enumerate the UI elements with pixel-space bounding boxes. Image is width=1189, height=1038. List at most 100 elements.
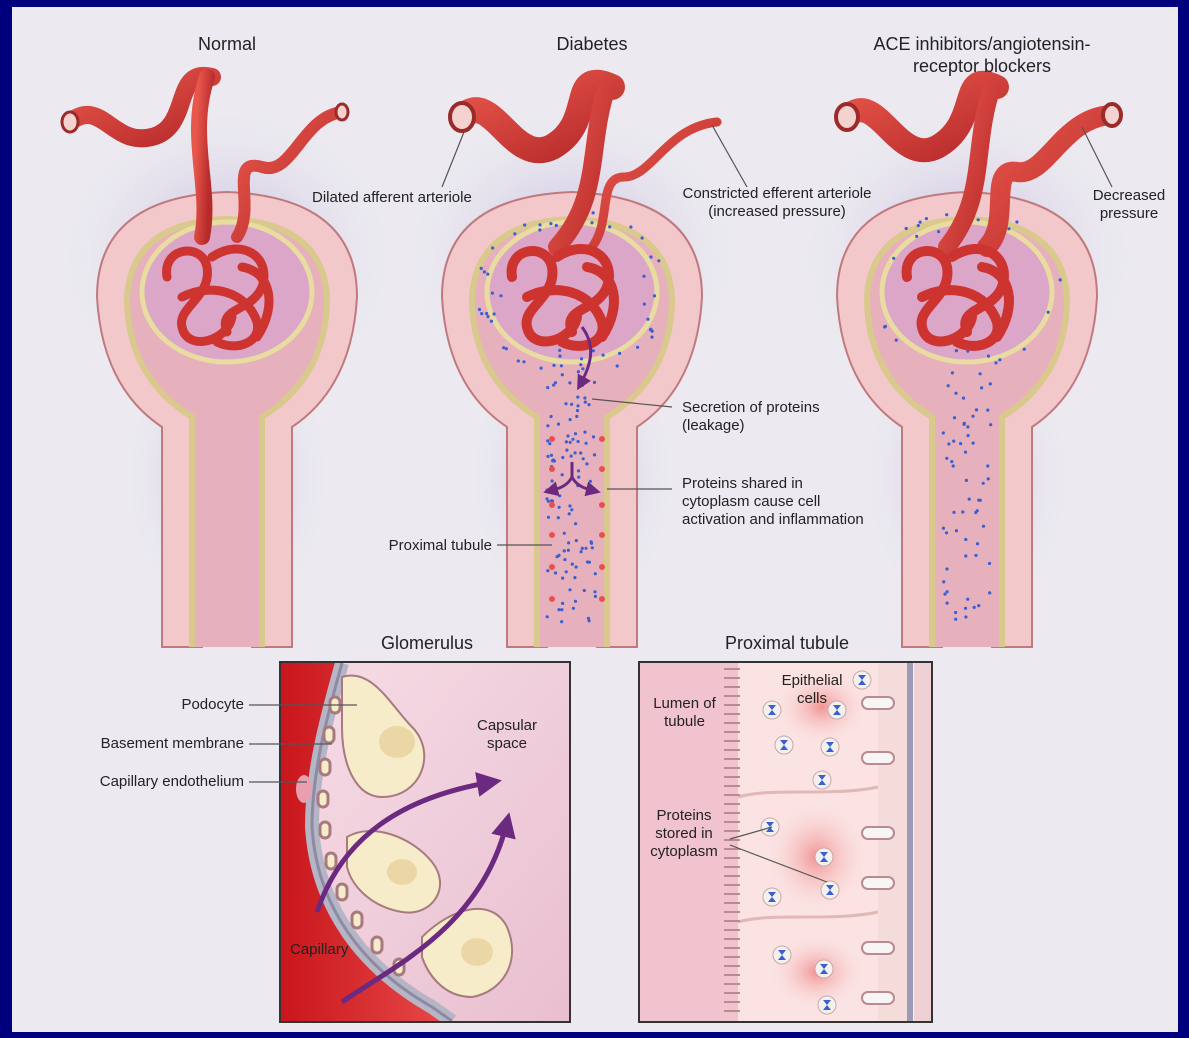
protein-dot [975,408,978,411]
protein-dot [523,223,526,226]
protein-dot [964,451,967,454]
label-stored-line2: stored in [640,825,728,843]
protein-dot [552,459,555,462]
protein-dot [636,346,639,349]
label-secretion: Secretion of proteins (leakage) [682,399,820,435]
protein-dot [602,354,605,357]
protein-dot [558,506,561,509]
protein-dot [964,554,967,557]
protein-dot [947,442,950,445]
label-epithelial-line1: Epithelial [772,672,852,690]
protein-dot [952,464,955,467]
inset-title-glomerulus: Glomerulus [342,633,512,655]
protein-dot [486,315,489,318]
label-epithelial-cells: Epithelial cells [772,672,852,708]
protein-dot [942,580,945,583]
protein-dot [574,600,577,603]
label-constricted-efferent: Constricted efferent arteriole (increase… [652,185,902,221]
protein-dot [561,602,564,605]
label-proteins-shared: Proteins shared in cytoplasm cause cell … [682,475,864,529]
label-capillary: Capillary [290,941,348,959]
panel-title-ace: ACE inhibitors/angiotensin- receptor blo… [832,34,1132,77]
label-capsular-line1: Capsular [467,717,547,735]
protein-dot [643,303,646,306]
protein-dot [608,225,611,228]
label-constricted-line2: (increased pressure) [652,203,902,221]
nephron-diabetes [392,83,752,647]
protein-dot [546,615,549,618]
protein-dot [572,607,575,610]
protein-dot [561,577,564,580]
protein-dot [513,232,516,235]
stored-protein [815,960,833,978]
protein-dot [538,228,541,231]
protein-dot [971,415,974,418]
protein-dot [590,221,593,224]
protein-dot [953,416,956,419]
protein-dot [592,211,595,214]
protein-dot [493,312,496,315]
protein-dot [545,489,548,492]
protein-dot [547,500,550,503]
protein-dot [974,511,977,514]
protein-dot [582,457,585,460]
protein-dot [571,563,574,566]
protein-dot [569,418,572,421]
protein-dot [952,440,955,443]
protein-dot [563,549,566,552]
protein-dot [950,460,953,463]
protein-dot [966,425,969,428]
protein-dot [551,479,554,482]
protein-dot [594,595,597,598]
protein-dot [943,593,946,596]
protein-dot [558,349,561,352]
protein-dot [980,386,983,389]
protein-dot [564,402,567,405]
protein-dot [583,396,586,399]
protein-dot [955,349,958,352]
protein-dot [998,358,1001,361]
protein-dot [982,525,985,528]
label-basement-membrane: Basement membrane [32,735,244,753]
protein-dot [549,222,552,225]
protein-dot [973,606,976,609]
protein-dot [954,392,957,395]
label-capillary-endothelium: Capillary endothelium [32,773,244,791]
protein-dot [616,364,619,367]
protein-dot [577,440,580,443]
protein-dot [895,339,898,342]
label-epithelial-line2: cells [772,690,852,708]
label-proteins-shared-line3: activation and inflammation [682,511,864,529]
protein-dot [517,359,520,362]
protein-dot [646,318,649,321]
protein-dot [565,440,568,443]
stored-protein [818,996,836,1014]
protein-dot [552,364,555,367]
protein-dot [522,360,525,363]
protein-dot [557,516,560,519]
protein-dot [988,591,991,594]
label-proteins-shared-line2: cytoplasm cause cell [682,493,864,511]
protein-dot [994,361,997,364]
protein-dot [642,275,645,278]
protein-dot [565,570,568,573]
protein-dot [550,415,553,418]
protein-dot [563,532,566,535]
panel-title-normal: Normal [177,34,277,56]
protein-dot [538,223,541,226]
protein-dot [554,571,557,574]
protein-dot [499,294,502,297]
protein-dot [925,217,928,220]
protein-dot [954,618,957,621]
panel-title-ace-line2: receptor blockers [832,56,1132,78]
protein-dot [574,432,577,435]
protein-dot [583,589,586,592]
protein-dot [575,415,578,418]
protein-dot [568,512,571,515]
protein-dot [579,363,582,366]
protein-dot [560,364,563,367]
protein-dot [570,455,573,458]
diagram-frame: Normal Diabetes ACE inhibitors/angiotens… [12,7,1178,1032]
protein-dot [955,529,958,532]
protein-dot [567,541,570,544]
